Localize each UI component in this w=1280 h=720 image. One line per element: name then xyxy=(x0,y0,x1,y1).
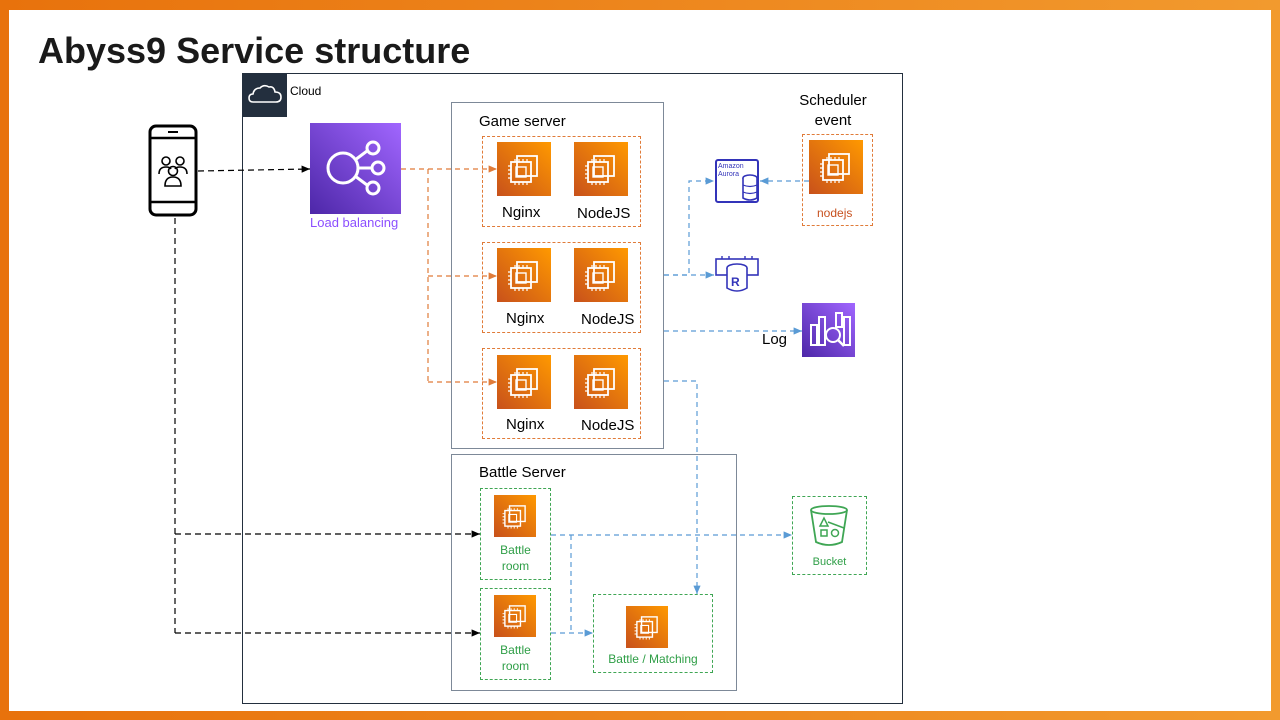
battle-room-1-line2: room xyxy=(501,559,530,573)
battle-room-1 xyxy=(480,488,551,580)
ec2-battle-room-icon xyxy=(494,595,536,637)
ec2-nginx-icon xyxy=(497,142,551,196)
log-label: Log xyxy=(762,331,788,348)
ec2-battle-room-icon xyxy=(494,495,536,537)
aurora-database-icon xyxy=(714,158,760,204)
game-server-row-2 xyxy=(482,242,641,333)
load-balancer-label: Load balancing xyxy=(310,215,399,230)
nodejs-label: NodeJS xyxy=(577,205,631,222)
cloud-container xyxy=(242,73,903,704)
battle-room-1-line1: Battle xyxy=(500,543,531,557)
scheduler-label: nodejs xyxy=(817,206,853,220)
nginx-label: Nginx xyxy=(506,310,545,327)
game-server-row-3 xyxy=(482,348,641,439)
load-balancer-icon xyxy=(310,123,401,214)
game-server-group xyxy=(451,102,664,449)
nginx-label: Nginx xyxy=(506,416,545,433)
cloud-icon xyxy=(243,74,287,117)
nodejs-label: NodeJS xyxy=(581,417,635,434)
game-server-row-1 xyxy=(482,136,641,227)
user-to-lb-connector xyxy=(197,165,311,173)
battle-room-2-line2: room xyxy=(501,659,530,673)
battle-server-group xyxy=(451,454,737,691)
battle-room-2-line1: Battle xyxy=(500,643,531,657)
ec2-nginx-icon xyxy=(497,248,551,302)
battle-matching-group xyxy=(593,594,713,673)
cloud-label: Cloud xyxy=(290,84,322,98)
ec2-nodejs-icon xyxy=(574,248,628,302)
ec2-matching-icon xyxy=(626,606,668,648)
battle-room-2 xyxy=(480,588,551,680)
ec2-nodejs-icon xyxy=(574,355,628,409)
log-analytics-icon xyxy=(802,303,855,357)
mobile-user-icon xyxy=(146,124,200,218)
redis-cache-icon xyxy=(714,254,760,296)
game-server-title: Game server xyxy=(479,113,566,130)
scheduler-group xyxy=(802,134,873,226)
nodejs-label: NodeJS xyxy=(581,311,635,328)
bucket-label: Bucket xyxy=(812,556,847,568)
scheduler-title-line1: Scheduler xyxy=(799,92,867,109)
game-to-matching-connector xyxy=(664,380,701,594)
battle-server-title: Battle Server xyxy=(479,464,566,481)
nginx-label: Nginx xyxy=(502,204,541,221)
game-to-aurora-connector xyxy=(664,177,714,276)
battle-matching-label: Battle / Matching xyxy=(608,652,698,666)
page-title: Abyss9 Service structure xyxy=(38,30,471,71)
ec2-nodejs-icon xyxy=(574,142,628,196)
bucket-group xyxy=(792,496,867,575)
scheduler-title-line2: event xyxy=(814,112,852,129)
redis-letter: R xyxy=(731,275,740,289)
ec2-nginx-icon xyxy=(497,355,551,409)
ec2-scheduler-icon xyxy=(809,140,863,194)
s3-bucket-icon xyxy=(806,502,852,548)
aurora-line2: Aurora xyxy=(718,171,740,178)
aurora-line1: Amazon xyxy=(718,163,744,170)
